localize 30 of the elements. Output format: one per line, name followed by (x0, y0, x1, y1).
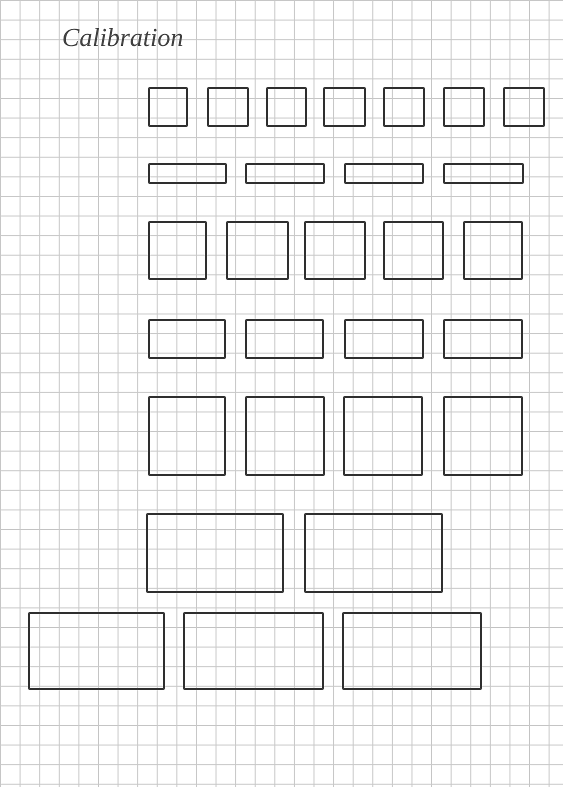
empty-box (207, 87, 249, 127)
handwritten-title: Calibration (62, 22, 184, 54)
empty-box (28, 612, 165, 690)
empty-box (503, 87, 545, 127)
empty-box (245, 396, 325, 476)
empty-box (245, 319, 324, 359)
empty-box (443, 319, 523, 359)
empty-box (343, 396, 423, 476)
empty-box (304, 513, 443, 593)
empty-box (383, 87, 425, 127)
empty-box (266, 87, 307, 127)
empty-box (146, 513, 284, 593)
empty-box (344, 163, 424, 184)
empty-box (183, 612, 324, 690)
empty-box (148, 221, 207, 280)
empty-box (463, 221, 523, 280)
empty-box (148, 87, 188, 127)
empty-box (323, 87, 366, 127)
empty-box (148, 319, 226, 359)
empty-box (148, 163, 227, 184)
empty-box (443, 87, 485, 127)
empty-box (383, 221, 444, 280)
empty-box (443, 163, 524, 184)
empty-box (344, 319, 424, 359)
empty-box (443, 396, 523, 476)
empty-box (148, 396, 226, 476)
empty-box (245, 163, 325, 184)
empty-box (342, 612, 482, 690)
empty-box (304, 221, 366, 280)
empty-box (226, 221, 289, 280)
